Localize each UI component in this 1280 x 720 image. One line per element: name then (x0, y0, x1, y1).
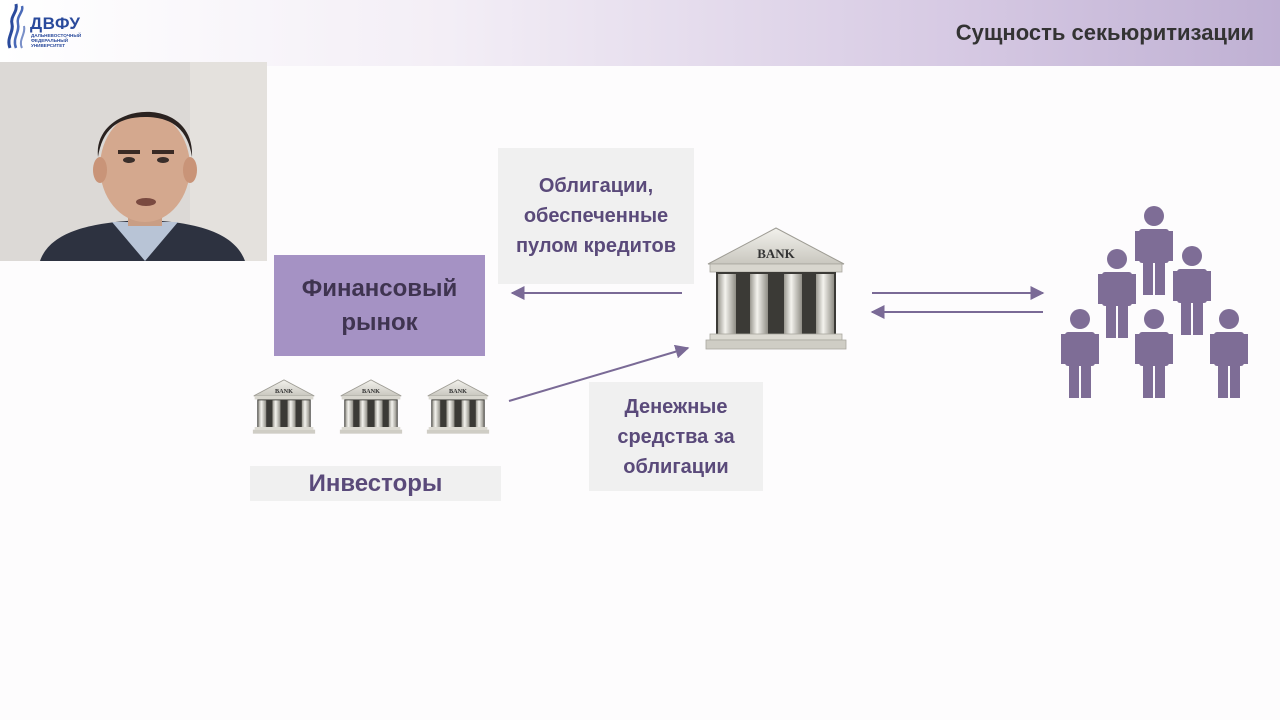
bank-icon: BANK (705, 227, 847, 350)
financial-market-box: Финансовый рынок (274, 255, 485, 356)
bank-label: BANK (449, 388, 467, 395)
bank-label: BANK (275, 388, 293, 395)
bank-label: BANK (757, 246, 795, 261)
presenter-video (0, 62, 267, 261)
person-icon (1173, 246, 1211, 335)
person-icon (1098, 249, 1136, 338)
bank-label: BANK (362, 388, 380, 395)
logo-subtitle: ДАЛЬНЕВОСТОЧНЫЙ ФЕДЕРАЛЬНЫЙ УНИВЕРСИТЕТ (31, 33, 82, 49)
presenter-image (0, 62, 267, 261)
investors-label-box: Инвесторы (250, 466, 501, 501)
money-label-box: Денежные средства за облигации (589, 382, 763, 491)
university-logo: ДВФУ ДАЛЬНЕВОСТОЧНЫЙ ФЕДЕРАЛЬНЫЙ УНИВЕРС… (4, 2, 88, 52)
person-icon (1210, 309, 1248, 398)
bonds-label: Облигации, обеспеченные пулом кредитов (515, 175, 677, 257)
bank-icon: BANK (339, 379, 403, 434)
person-icon (1135, 309, 1173, 398)
slide-header: ДВФУ ДАЛЬНЕВОСТОЧНЫЙ ФЕДЕРАЛЬНЫЙ УНИВЕРС… (0, 0, 1280, 66)
financial-market-label: Финансовый рынок (301, 274, 458, 336)
bank-icon: BANK (252, 379, 316, 434)
person-icon (1135, 206, 1173, 295)
bank-icon: BANK (426, 379, 490, 434)
logo-title: ДВФУ (30, 14, 81, 33)
arrow-investors-to-bank (508, 344, 690, 402)
slide-title: Сущность секьюритизации (955, 20, 1254, 45)
borrowers-group (1061, 206, 1248, 398)
money-label: Денежные средства за облигации (617, 395, 735, 478)
bonds-label-box: Облигации, обеспеченные пулом кредитов (498, 148, 694, 284)
university-logo-icon (7, 3, 26, 49)
investors-label: Инвесторы (308, 469, 443, 497)
person-icon (1061, 309, 1099, 398)
